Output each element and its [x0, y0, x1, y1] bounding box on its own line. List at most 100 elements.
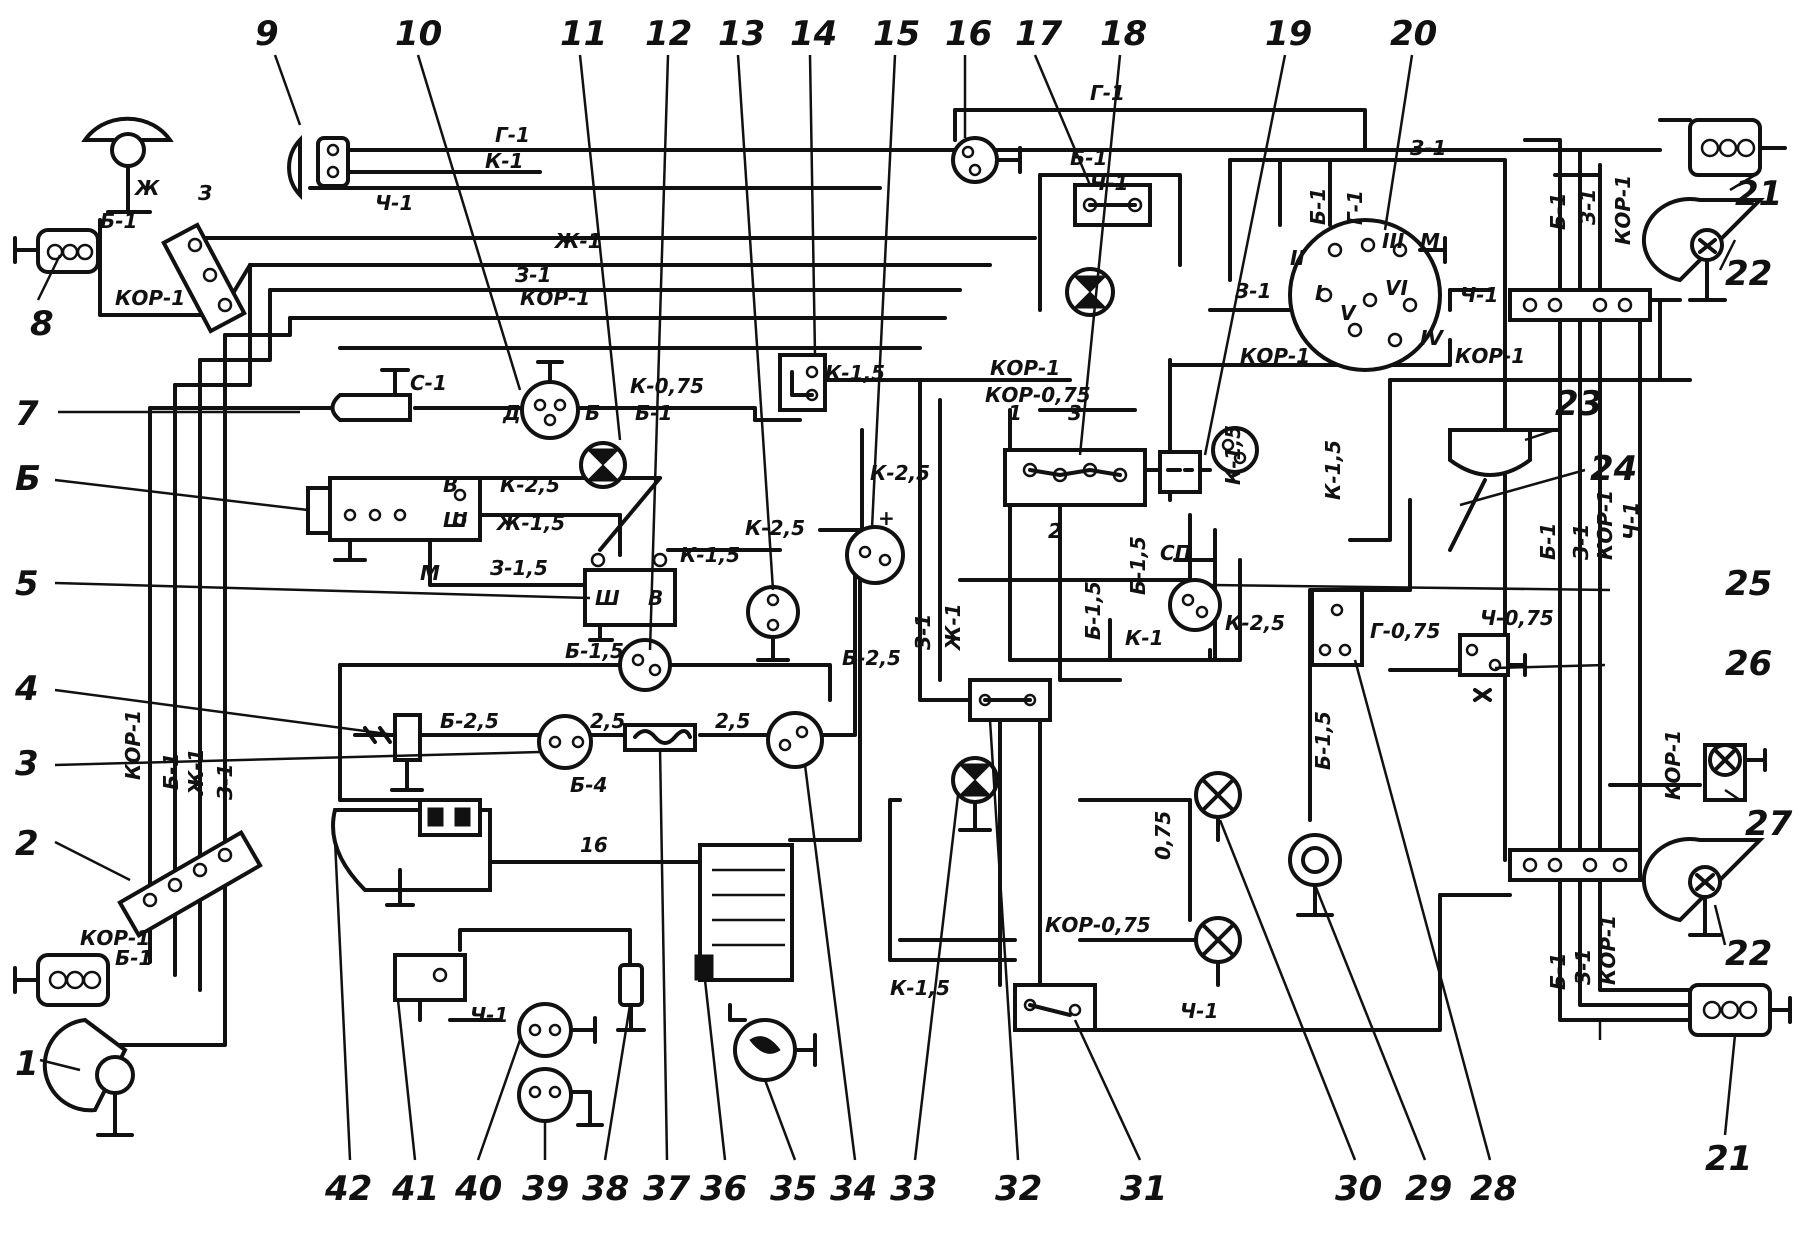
wire-label: З-1,5	[489, 556, 548, 580]
wire-label: Б-1	[1070, 146, 1107, 170]
callout-1: 1	[15, 1044, 39, 1084]
callout-21-top: 21	[1735, 174, 1782, 214]
wire-label: Б-1,5	[1311, 711, 1335, 770]
wire-label: Ж-1	[553, 229, 602, 253]
wire-label: Ч-1	[1619, 502, 1643, 540]
headlight-1	[42, 1017, 135, 1137]
callout-23: 23	[1555, 384, 1602, 424]
callout-33: 33	[890, 1169, 937, 1209]
wire-label: К-1	[485, 149, 524, 173]
wire-label: К-2,5	[745, 516, 805, 540]
callout-29: 29	[1405, 1169, 1452, 1209]
connector-8	[13, 228, 100, 274]
generator-42	[331, 798, 492, 907]
wire-label: 0,75	[1151, 811, 1175, 860]
wire-label: Ж-1,5	[495, 511, 565, 535]
wire-label: Б-1	[100, 209, 137, 233]
wire-label: III	[1382, 229, 1405, 253]
callout-7: 7	[15, 394, 39, 434]
wire-label: 1	[1008, 401, 1022, 425]
sender-39	[517, 1067, 604, 1127]
wiper-motor-23	[1448, 428, 1562, 552]
wire-label: КОР-0,75	[1045, 913, 1151, 937]
lamp-33	[951, 756, 999, 832]
sender-40	[517, 1002, 597, 1058]
wire-label: З-1	[514, 263, 551, 287]
callout-30: 30	[1335, 1169, 1382, 1209]
relay-small-mid	[1158, 450, 1202, 494]
callout-37: 37	[643, 1169, 691, 1209]
wire-label: Д	[502, 401, 521, 425]
sender-25	[1168, 578, 1222, 632]
wire-label: КОР-1	[1661, 730, 1685, 800]
wire-label: Б-4	[570, 773, 607, 797]
wire-label: V	[1340, 301, 1357, 325]
lamp-17	[1065, 267, 1115, 317]
wire-label: З-1	[1571, 949, 1595, 986]
callout-8: 8	[30, 304, 54, 344]
wire-label: З-1	[911, 614, 935, 651]
terminal-strip-right-bottom	[1508, 848, 1642, 882]
headlight-22-top	[1641, 197, 1765, 302]
lamp-30-upper	[1194, 771, 1242, 842]
callout-32: 32	[995, 1169, 1042, 1209]
wire-labels: Г-1 К-1 Ч-1 Ж-1 З-1 КОР-1 Б-1 КОР-1 Ж З …	[80, 81, 1685, 1027]
connector-left-bottom	[13, 953, 110, 1007]
components	[13, 116, 1792, 1137]
callout-25: 25	[1725, 564, 1772, 604]
lamp-11	[579, 441, 627, 489]
wire-label: Ч-1	[470, 1003, 508, 1027]
wire-label: СП	[1160, 541, 1192, 565]
wire-label: К-2,5	[1225, 611, 1285, 635]
headlight-22-bottom	[1641, 837, 1765, 937]
callout-24: 24	[1590, 449, 1637, 489]
wire-label: КОР-1	[121, 710, 145, 780]
socket-34	[766, 711, 824, 769]
wire-label: Б-1	[1546, 953, 1570, 990]
wire-label: Б-1	[159, 753, 183, 790]
callout-21-bottom: 21	[1705, 1139, 1752, 1179]
callout-40: 40	[454, 1169, 502, 1209]
wire-label: 2,5	[715, 709, 750, 733]
callout-31: 31	[1120, 1169, 1167, 1209]
switch-4	[353, 713, 424, 792]
socket-3	[537, 714, 593, 770]
callout-11: 11	[560, 14, 607, 54]
wire-label: К-1,5	[1221, 425, 1245, 485]
wire-label: Б-1	[115, 946, 152, 970]
wire-label: Ж	[133, 176, 160, 200]
callout-6: Б	[15, 459, 41, 499]
wire-label: Ч-1	[1180, 999, 1218, 1023]
connector-21-bottom	[1688, 983, 1792, 1037]
wire-label: 3	[1068, 401, 1082, 425]
fuse-37	[623, 723, 697, 752]
wire-label: К-2,5	[500, 473, 560, 497]
callout-42: 42	[324, 1169, 372, 1209]
lamp-30-lower	[1194, 916, 1242, 987]
wire-label: З-1	[1234, 279, 1271, 303]
wire-label: Ш	[443, 508, 468, 532]
wire-label: Ч-0,75	[1480, 606, 1554, 630]
wire-label: К-1,5	[825, 361, 885, 385]
wire-label: Ч-1	[375, 191, 413, 215]
plug-38	[616, 963, 646, 1032]
wire-label: З-1	[1576, 189, 1600, 226]
callout-20: 20	[1390, 14, 1437, 54]
callout-3: 3	[15, 744, 39, 784]
wire-label: В	[443, 473, 458, 497]
wire-label: З-1	[1409, 136, 1446, 160]
sender-16	[951, 136, 1022, 184]
wire-label: К-1,5	[680, 543, 740, 567]
callout-12: 12	[645, 14, 692, 54]
wire-label: Ж-1	[941, 603, 965, 652]
wire-label: В	[648, 586, 663, 610]
wires	[98, 108, 1702, 1047]
wire-label: КОР-1	[1240, 344, 1310, 368]
ammeter-15	[845, 525, 905, 585]
callout-13: 13	[718, 14, 765, 54]
wire-label: Б-1	[1546, 193, 1570, 230]
wire-label: Г-1	[1090, 81, 1125, 105]
wire-label: З	[197, 181, 212, 205]
ignition-12	[618, 638, 672, 692]
